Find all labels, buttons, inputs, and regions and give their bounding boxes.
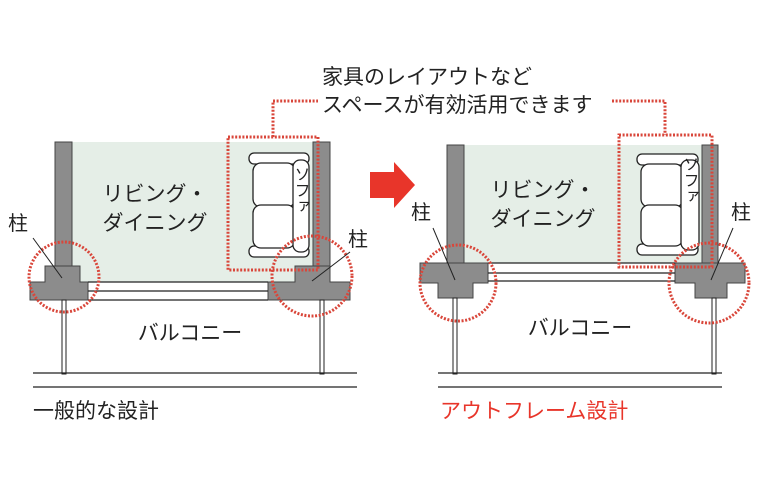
- column-leader-right: [710, 227, 734, 281]
- caption-standard: 一般的な設計: [33, 399, 159, 423]
- column-leader-left: [32, 237, 63, 279]
- room-label-1: リビング・: [103, 182, 208, 206]
- sofa-icon: [636, 153, 700, 256]
- column-highlight-right: [667, 241, 751, 325]
- column-highlight-left: [27, 240, 101, 314]
- right-column: [674, 262, 746, 299]
- room-label-1: リビング・: [491, 178, 596, 202]
- railing-post-right: [711, 297, 717, 375]
- sofa-icon: [248, 152, 310, 258]
- right-wall: [701, 144, 719, 264]
- left-wall: [54, 141, 73, 269]
- balcony-label: バルコニー: [138, 321, 243, 345]
- balcony-label: バルコニー: [528, 316, 633, 340]
- window-sash: [88, 281, 268, 301]
- callout-leader-left: [271, 99, 318, 137]
- standard-design-plan: ソファ リビング・ ダイニング バルコニー 柱 柱 一般的な設計: [8, 135, 368, 423]
- railing-post-left: [61, 299, 67, 375]
- column-leader-right: [311, 251, 351, 282]
- column-label-right: 柱: [348, 227, 368, 251]
- room-label-2: ダイニング: [491, 207, 596, 231]
- column-leader-left: [432, 227, 456, 281]
- arrow-right-icon: [370, 162, 415, 208]
- outframe-design-plan: ソファ リビング・ ダイニング バルコニー 柱 柱 アウトフレーム設計: [411, 133, 751, 423]
- column-label-left: 柱: [411, 200, 431, 224]
- column-highlight-left: [418, 243, 498, 323]
- right-wall: [312, 141, 331, 269]
- callout-line-2: スペースが有効活用できます: [322, 93, 592, 117]
- right-column: [267, 265, 351, 301]
- window-sash: [488, 262, 675, 282]
- railing-post-right: [319, 299, 325, 375]
- caption-outframe: アウトフレーム設計: [440, 399, 628, 423]
- column-highlight-right: [270, 234, 354, 318]
- sofa-label: ソファ: [681, 156, 700, 204]
- left-column: [29, 265, 89, 301]
- callout-line-1: 家具のレイアウトなど: [322, 65, 532, 89]
- furniture-space-highlight: [617, 133, 714, 269]
- room-label-2: ダイニング: [103, 211, 208, 235]
- callout-leader-right: [612, 99, 667, 135]
- left-column: [419, 262, 489, 299]
- column-label-left: 柱: [8, 211, 28, 235]
- sofa-label: ソファ: [292, 166, 311, 214]
- column-label-right: 柱: [731, 200, 751, 224]
- railing-post-left: [452, 297, 458, 375]
